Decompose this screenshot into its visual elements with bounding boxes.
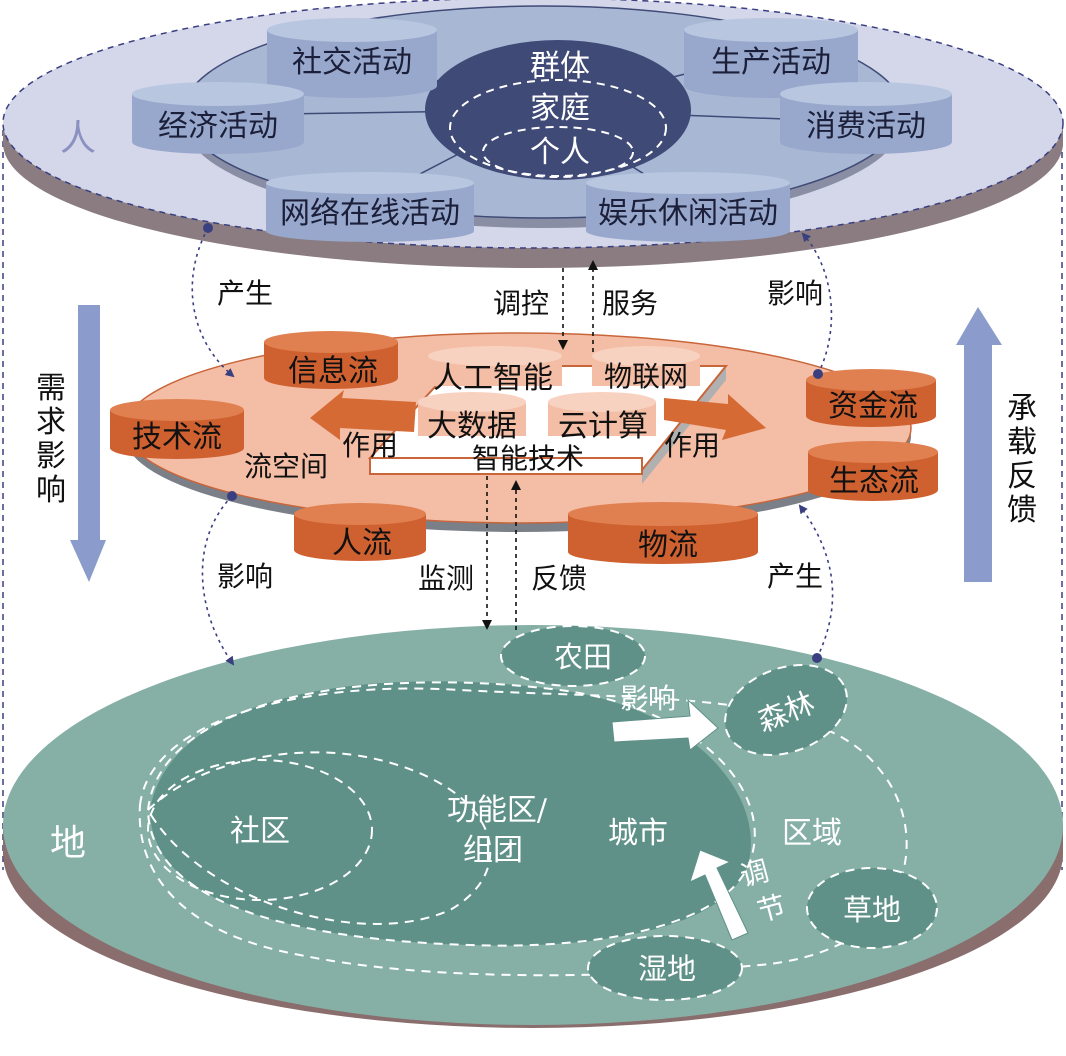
link-dots (203, 223, 823, 663)
area-city: 城市 (608, 816, 668, 851)
demand-influence-arrow (70, 305, 106, 582)
demand-influence-label: 需 求 影 响 (36, 371, 66, 508)
flow-information-cylinder: 信息流 (264, 331, 398, 389)
tech-bigdata-cylinder: 大数据 (418, 392, 526, 444)
relation-feedback: 反馈 (531, 562, 587, 595)
flow-people-cylinder: 人流 (294, 503, 426, 561)
relation-control: 调控 (493, 287, 549, 320)
core-individual: 个人 (530, 135, 590, 170)
effect-left-label: 作用 (342, 429, 398, 462)
outer-cylinder-edges (2, 130, 1063, 870)
support-feedback-arrow (956, 307, 1002, 582)
relation-influence-top: 影响 (767, 277, 823, 310)
tech-bigdata-label: 大数据 (427, 409, 517, 444)
area-community: 社区 (230, 814, 290, 849)
flow-ecology-cylinder: 生态流 (808, 441, 938, 501)
land-label: 地 (50, 823, 86, 864)
effect-left-arrow (310, 390, 416, 440)
people-label: 人 (60, 118, 96, 159)
flow-technology-cylinder: 技术流 (110, 399, 244, 459)
land-influence-arrow (611, 698, 719, 751)
flow-people-label: 人流 (332, 526, 392, 561)
activity-online-cylinder: 网络在线活动 (266, 172, 474, 242)
tech-iot-cylinder: 物联网 (592, 346, 700, 393)
activity-production-cylinder: 生产活动 (684, 18, 858, 98)
tech-iot-label: 物联网 (604, 360, 688, 393)
flow-information-label: 信息流 (288, 354, 378, 389)
support-feedback-label: 承 载 反 馈 (1007, 391, 1037, 528)
relation-monitor: 监测 (418, 562, 474, 595)
relation-produce-top: 产生 (217, 277, 273, 310)
flow-capital-label: 资金流 (828, 389, 918, 424)
support-char-4: 馈 (1007, 493, 1037, 528)
area-functional-zone: 功能区/ (447, 793, 548, 828)
area-wetland: 湿地 (638, 952, 696, 986)
support-char-1: 承 (1007, 391, 1037, 426)
demand-char-1: 需 (36, 371, 66, 406)
tech-ai-cylinder: 人工智能 (428, 346, 562, 396)
flow-logistics-label: 物流 (638, 528, 698, 563)
flow-space-label: 流空间 (244, 450, 328, 483)
activity-economic-label: 经济活动 (158, 109, 278, 144)
demand-char-4: 响 (36, 473, 66, 508)
relation-produce-bottom: 产生 (767, 560, 823, 593)
activity-consumption-label: 消费活动 (806, 109, 926, 144)
activity-social-cylinder: 社交活动 (267, 18, 437, 98)
core-group: 群体 (530, 49, 590, 84)
tech-cloud-cylinder: 云计算 (548, 392, 656, 444)
demand-char-2: 求 (36, 405, 66, 440)
activity-online-label: 网络在线活动 (280, 196, 460, 231)
tech-cloud-label: 云计算 (558, 409, 648, 444)
activity-leisure-label: 娱乐休闲活动 (598, 196, 778, 231)
flow-logistics-cylinder: 物流 (568, 502, 758, 564)
area-cluster: 组团 (463, 833, 523, 868)
flow-ecology-label: 生态流 (829, 464, 919, 499)
relation-service: 服务 (602, 287, 658, 320)
relation-influence-bottom: 影响 (217, 560, 273, 593)
core-family: 家庭 (530, 91, 590, 126)
effect-right-label: 作用 (664, 429, 720, 462)
link-influence-bottom (201, 495, 235, 666)
activity-economic-cylinder: 经济活动 (132, 82, 304, 154)
area-farmland: 农田 (554, 640, 612, 674)
activity-consumption-cylinder: 消费活动 (780, 82, 952, 154)
activity-production-label: 生产活动 (711, 45, 831, 80)
support-char-2: 载 (1007, 425, 1037, 460)
area-region: 区域 (782, 816, 842, 851)
flow-technology-label: 技术流 (132, 420, 222, 455)
dotted-relation-links (191, 227, 834, 666)
tech-ai-label: 人工智能 (433, 361, 553, 396)
area-grassland: 草地 (843, 893, 901, 927)
vertical-control-links (482, 260, 598, 630)
activity-leisure-cylinder: 娱乐休闲活动 (586, 172, 790, 242)
land-layer (3, 625, 1063, 1028)
land-regulate-arrow (689, 849, 749, 941)
activity-social-label: 社交活动 (292, 45, 412, 80)
smart-tech-label: 智能技术 (472, 442, 584, 475)
land-influence-label: 影响 (620, 682, 676, 715)
support-char-3: 反 (1007, 459, 1037, 494)
effect-right-arrow (664, 394, 766, 440)
demand-char-3: 影 (36, 439, 66, 474)
flow-capital-cylinder: 资金流 (806, 369, 936, 427)
